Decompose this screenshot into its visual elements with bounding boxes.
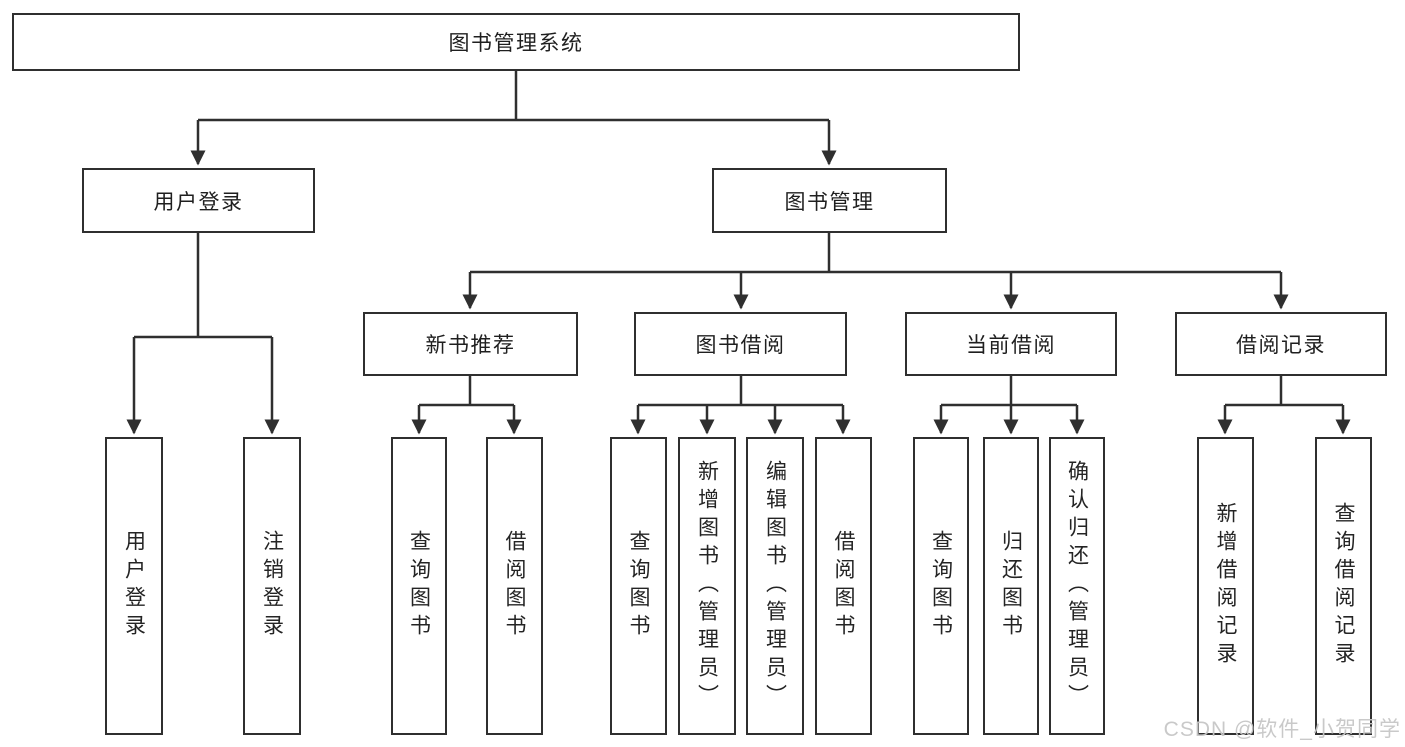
leaf-logout-label: 注销登录 <box>260 530 284 642</box>
node-root-system: 图书管理系统 <box>12 13 1020 71</box>
leaf-current-return-books-label: 归还图书 <box>999 530 1023 642</box>
node-book-borrowing: 图书借阅 <box>634 312 847 376</box>
node-borrowing-records: 借阅记录 <box>1175 312 1387 376</box>
leaf-newbooks-query-books-label: 查询图书 <box>407 530 431 642</box>
leaf-current-confirm-return-admin: 确认归还（管理员） <box>1049 437 1105 735</box>
node-user-login: 用户登录 <box>82 168 315 233</box>
csdn-watermark: CSDN @软件_小贺同学 <box>1163 718 1401 741</box>
leaf-newbooks-borrow-books: 借阅图书 <box>486 437 543 735</box>
leaf-records-add-record: 新增借阅记录 <box>1197 437 1254 735</box>
leaf-newbooks-borrow-books-label: 借阅图书 <box>503 530 526 642</box>
node-book-management: 图书管理 <box>712 168 947 233</box>
leaf-borrow-edit-books-admin: 编辑图书（管理员） <box>746 437 804 735</box>
leaf-current-query-books-label: 查询图书 <box>929 530 953 642</box>
leaf-user-login: 用户登录 <box>105 437 163 735</box>
leaf-current-query-books: 查询图书 <box>913 437 969 735</box>
leaf-borrow-borrow-books-label: 借阅图书 <box>832 530 855 642</box>
node-current-borrowing: 当前借阅 <box>905 312 1117 376</box>
leaf-records-query-record: 查询借阅记录 <box>1315 437 1372 735</box>
leaf-borrow-query-books: 查询图书 <box>610 437 667 735</box>
leaf-newbooks-query-books: 查询图书 <box>391 437 447 735</box>
leaf-borrow-add-books-admin: 新增图书（管理员） <box>678 437 736 735</box>
leaf-borrow-query-books-label: 查询图书 <box>627 530 650 642</box>
leaf-current-confirm-return-admin-label: 确认归还（管理员） <box>1065 460 1089 712</box>
leaf-borrow-add-books-admin-label: 新增图书（管理员） <box>695 460 719 712</box>
leaf-logout: 注销登录 <box>243 437 301 735</box>
leaf-records-query-record-label: 查询借阅记录 <box>1332 502 1355 670</box>
leaf-records-add-record-label: 新增借阅记录 <box>1214 502 1237 670</box>
node-new-book-recommend: 新书推荐 <box>363 312 578 376</box>
leaf-current-return-books: 归还图书 <box>983 437 1039 735</box>
leaf-user-login-label: 用户登录 <box>122 530 146 642</box>
leaf-borrow-borrow-books: 借阅图书 <box>815 437 872 735</box>
leaf-borrow-edit-books-admin-label: 编辑图书（管理员） <box>763 460 787 712</box>
